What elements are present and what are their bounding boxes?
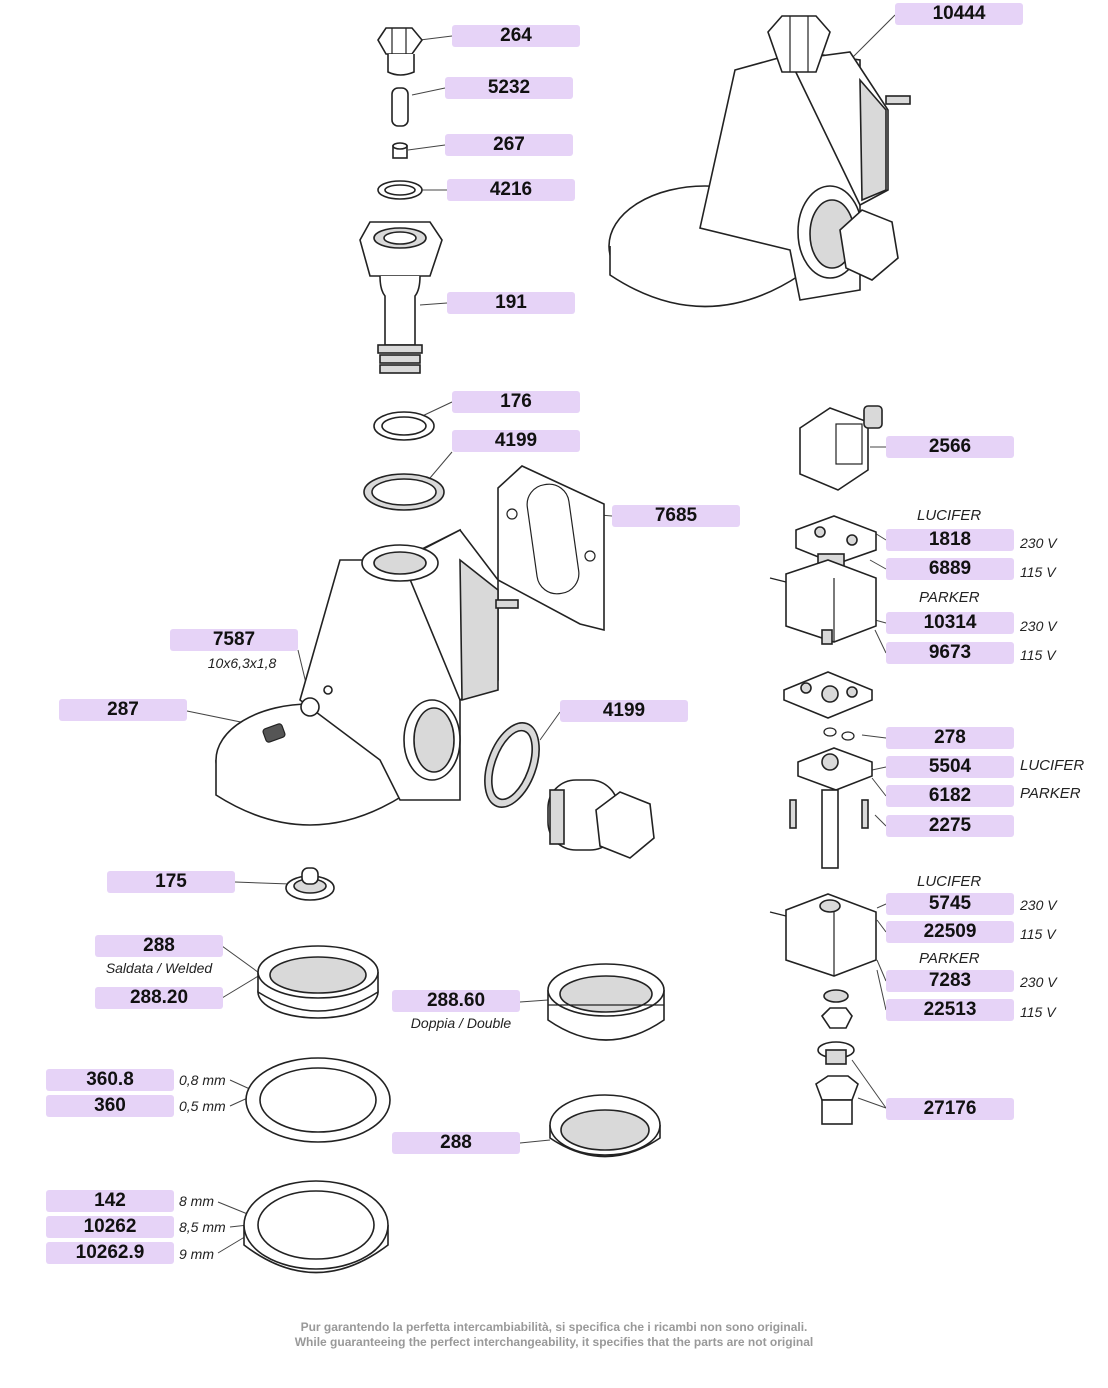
part-22509-voltage: 115 V (1020, 926, 1056, 942)
part-267-label: 267 (445, 134, 573, 156)
part-10314-label: 10314 (886, 612, 1014, 634)
group-assembly-10444 (608, 15, 911, 308)
part-27176-label: 27176 (886, 1098, 1014, 1120)
cap-nut-part (377, 27, 424, 76)
part-10444-label: 10444 (895, 3, 1023, 25)
part-5232-label: 5232 (445, 77, 573, 99)
part-7685-label: 7685 (612, 505, 740, 527)
brand-parker-6182: PARKER (1020, 785, 1081, 802)
part-2566-label: 2566 (886, 436, 1014, 458)
part-6889-label: 6889 (886, 558, 1014, 580)
part-4199-label: 4199 (452, 430, 580, 452)
part-288-label: 288 (95, 935, 223, 957)
footer-disclaimer-en: While guaranteeing the perfect interchan… (294, 1335, 814, 1349)
shower-screen-288-b (549, 1094, 661, 1158)
oring-278-a (823, 727, 837, 737)
valve-tube-5504 (789, 747, 873, 869)
part-288-60-label: 288.60 (392, 990, 520, 1012)
part-2275-label: 2275 (886, 815, 1014, 837)
part-7587-label: 7587 (170, 629, 298, 651)
shower-screen-288 (257, 945, 379, 1019)
jet-fitting-part (359, 221, 443, 374)
part-1818-voltage: 230 V (1020, 535, 1057, 551)
part-278-label: 278 (886, 727, 1014, 749)
part-176-label: 176 (452, 391, 580, 413)
part-191-label: 191 (447, 292, 575, 314)
group-gasket-360 (245, 1057, 391, 1143)
part-360-8-thickness: 0,8 mm (179, 1072, 226, 1088)
part-10262-9-thickness: 9 mm (179, 1246, 214, 1262)
solenoid-valve-1818 (769, 515, 877, 645)
brand-lucifer-2: LUCIFER (917, 873, 982, 890)
connector-2566 (799, 405, 883, 491)
part-7283-label: 7283 (886, 970, 1014, 992)
part-6182-label: 6182 (886, 785, 1014, 807)
oring-278-b (841, 731, 855, 741)
pin-part (391, 87, 409, 127)
part-142-thickness: 8 mm (179, 1193, 214, 1209)
part-5745-voltage: 230 V (1020, 897, 1057, 913)
fitting-27176 (815, 989, 859, 1125)
brand-lucifer-1: LUCIFER (917, 507, 982, 524)
side-plug-part (547, 779, 655, 859)
part-4199-side-label: 4199 (560, 700, 688, 722)
part-360-8-label: 360.8 (46, 1069, 174, 1091)
part-175-label: 175 (107, 871, 235, 893)
part-1818-label: 1818 (886, 529, 1014, 551)
nozzle-part (392, 142, 408, 159)
manifold-plate (783, 671, 873, 719)
part-22509-label: 22509 (886, 921, 1014, 943)
part-10262-label: 10262 (46, 1216, 174, 1238)
part-10262-9-label: 10262.9 (46, 1242, 174, 1264)
part-288-60-double-note: Doppia / Double (410, 1015, 512, 1031)
solenoid-coil-5745 (769, 893, 877, 977)
group-gasket-142 (243, 1180, 389, 1274)
part-6889-voltage: 115 V (1020, 564, 1056, 580)
part-22513-label: 22513 (886, 999, 1014, 1021)
part-288-b-label: 288 (392, 1132, 520, 1154)
part-7283-voltage: 230 V (1020, 974, 1057, 990)
footer-disclaimer-it: Pur garantendo la perfetta intercambiabi… (300, 1320, 808, 1334)
part-4216-label: 4216 (447, 179, 575, 201)
part-288-welded-note: Saldata / Welded (105, 960, 213, 976)
part-10262-thickness: 8,5 mm (179, 1219, 226, 1235)
part-360-label: 360 (46, 1095, 174, 1117)
part-288-20-label: 288.20 (95, 987, 223, 1009)
brand-parker-1: PARKER (919, 589, 980, 606)
part-264-label: 264 (452, 25, 580, 47)
group-head-body (215, 528, 519, 826)
brand-parker-2: PARKER (919, 950, 980, 967)
part-360-thickness: 0,5 mm (179, 1098, 226, 1114)
part-287-label: 287 (59, 699, 187, 721)
part-5504-label: 5504 (886, 756, 1014, 778)
part-9673-label: 9673 (886, 642, 1014, 664)
part-10314-voltage: 230 V (1020, 618, 1057, 634)
brand-lucifer-5504: LUCIFER (1020, 757, 1085, 774)
shower-screen-double (547, 963, 665, 1041)
part-22513-voltage: 115 V (1020, 1004, 1056, 1020)
part-9673-voltage: 115 V (1020, 647, 1056, 663)
part-5745-label: 5745 (886, 893, 1014, 915)
part-7587-size-note: 10x6,3x1,8 (207, 655, 277, 671)
part-142-label: 142 (46, 1190, 174, 1212)
check-valve-175 (285, 867, 335, 901)
